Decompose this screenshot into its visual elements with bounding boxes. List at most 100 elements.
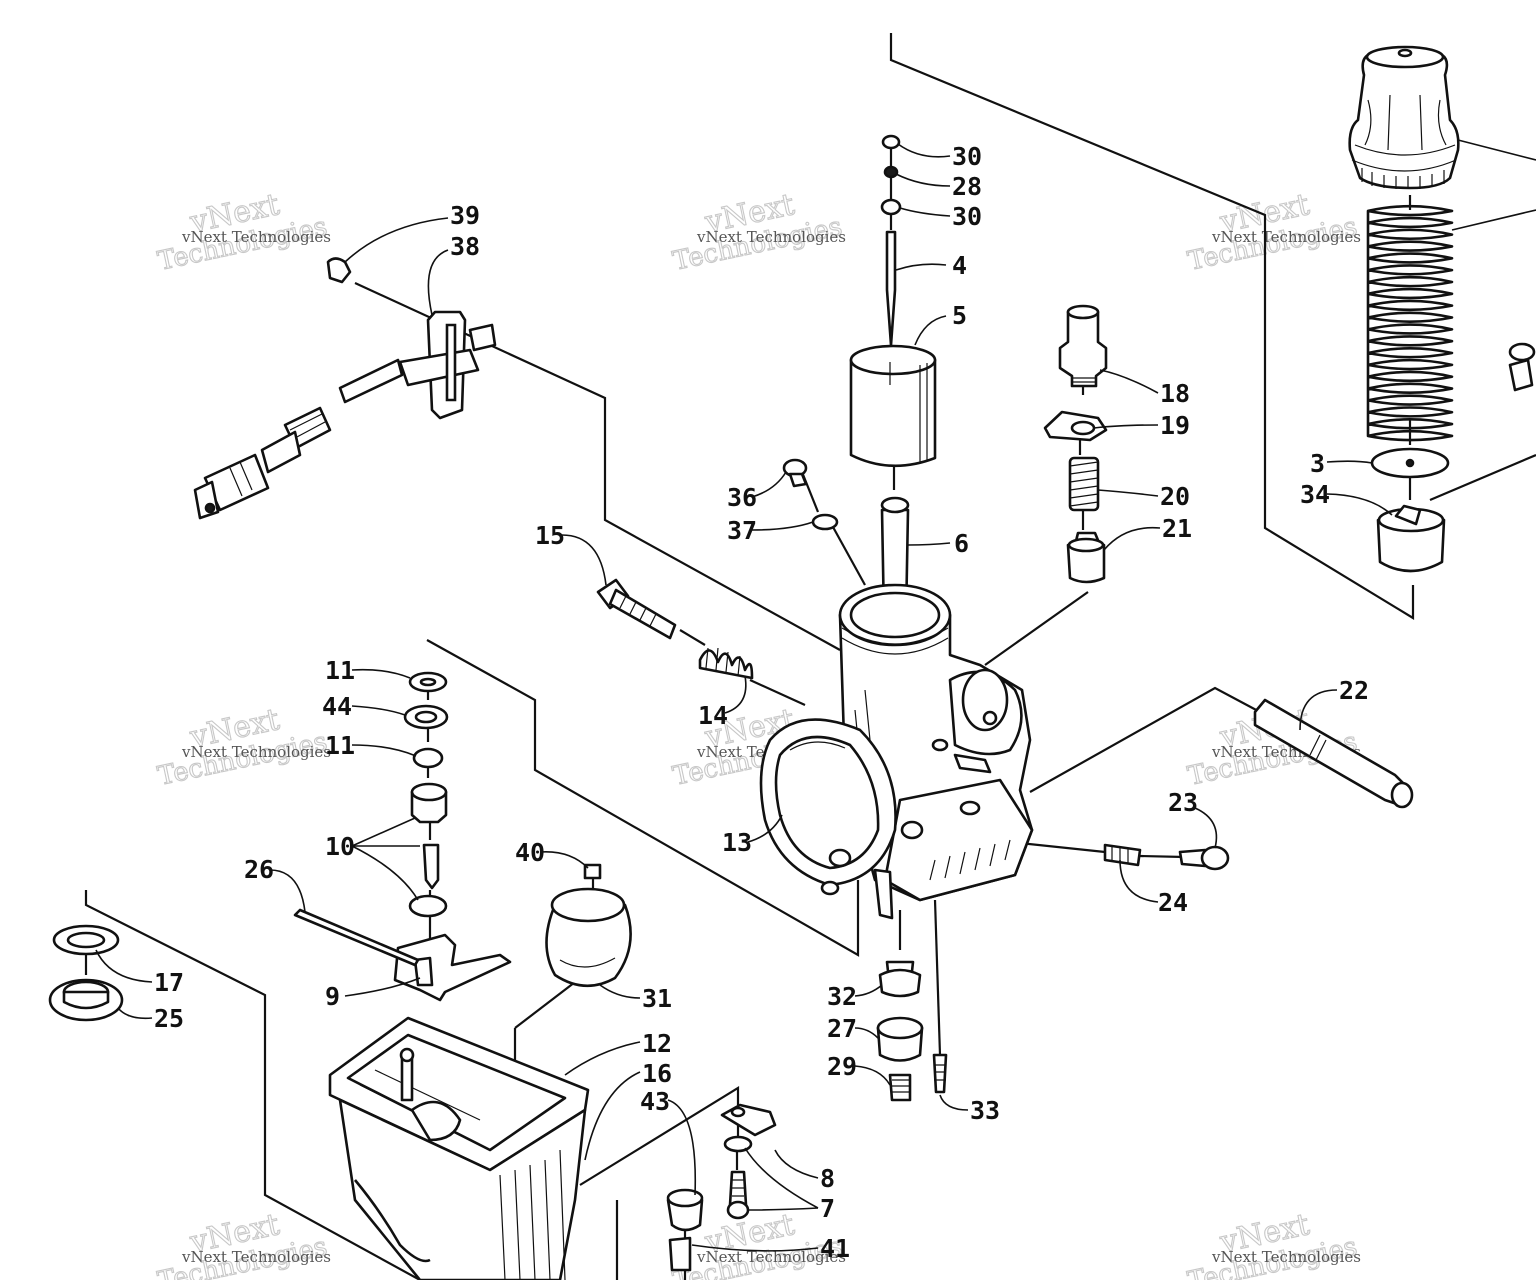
callout-14: 14 (698, 701, 728, 730)
side-screw (1508, 342, 1536, 392)
part-32-main-jet (878, 960, 922, 998)
callout-21: 21 (1162, 514, 1192, 543)
part-25-drain-plug (48, 978, 124, 1022)
part-17-gasket-hole (66, 931, 106, 949)
callout-28: 28 (952, 172, 982, 201)
watermark-company: vNext Technologies (181, 228, 331, 246)
callout-25: 25 (154, 1004, 184, 1033)
callout-16: 16 (642, 1059, 672, 1088)
callout-6: 6 (954, 529, 969, 558)
part-37-washer (811, 513, 839, 531)
part-10-needle-valve (408, 782, 448, 918)
part-15-pilot-screw (596, 578, 677, 640)
part-24-spring (1103, 843, 1142, 867)
watermark-company: vNext Technologies (181, 743, 331, 761)
part-28-clip (883, 165, 899, 179)
part-30-washer-bottom (880, 198, 902, 216)
part-20-spring (1068, 456, 1100, 512)
part-43-fitting (666, 1188, 704, 1232)
callout-26: 26 (244, 855, 274, 884)
part-40-cap (583, 863, 602, 880)
part-4-jet-needle (885, 230, 897, 347)
callout-10: 10 (325, 832, 355, 861)
watermark-company: vNext Technologies (696, 228, 846, 246)
part-41-part (668, 1236, 692, 1272)
carb-top-cap (1348, 45, 1536, 190)
part-34-cup (1376, 504, 1446, 573)
callout-11-bottom: 11 (325, 731, 355, 760)
callout-33: 33 (970, 1096, 1000, 1125)
callout-24: 24 (1158, 888, 1188, 917)
callout-15: 15 (535, 521, 565, 550)
callout-18: 18 (1160, 379, 1190, 408)
callout-43: 43 (640, 1087, 670, 1116)
part-14-spring (698, 647, 754, 680)
part-11-washer-bottom (412, 747, 444, 769)
callout-36: 36 (727, 483, 757, 512)
callout-31: 31 (642, 984, 672, 1013)
callout-44: 44 (322, 692, 352, 721)
callout-7: 7 (820, 1194, 835, 1223)
float-bowl (328, 1016, 590, 1280)
callout-34: 34 (1300, 480, 1330, 509)
callout-13: 13 (722, 828, 752, 857)
callout-5: 5 (952, 301, 967, 330)
callout-20: 20 (1160, 482, 1190, 511)
part-8-bracket (720, 1103, 777, 1137)
callout-27: 27 (827, 1014, 857, 1043)
part-27-nut (876, 1016, 924, 1062)
leader-lines (95, 143, 1393, 1252)
callout-29: 29 (827, 1052, 857, 1081)
part-44-washer-hole (414, 710, 438, 724)
watermark-company: vNext Technologies (1211, 1248, 1361, 1266)
callout-4: 4 (952, 251, 967, 280)
part-36-screw (782, 458, 808, 488)
callout-41: 41 (820, 1234, 850, 1263)
part-7-screw (726, 1170, 750, 1220)
callout-11-top: 11 (325, 656, 355, 685)
part-30-washer-top (881, 134, 901, 150)
watermark-company: vNext Technologies (181, 1248, 331, 1266)
parts (48, 45, 1536, 1280)
part-31-float (545, 887, 632, 988)
part-23-screw (1178, 845, 1230, 871)
part-9-float-arm (393, 933, 512, 1002)
callout-8: 8 (820, 1164, 835, 1193)
callout-30-top: 30 (952, 142, 982, 171)
callout-19: 19 (1160, 411, 1190, 440)
callout-17: 17 (154, 968, 184, 997)
part-3-hole (1405, 458, 1415, 468)
part-5-throttle-slide (849, 344, 937, 468)
callout-40: 40 (515, 838, 545, 867)
callout-39: 39 (450, 201, 480, 230)
part-7-washer (723, 1135, 753, 1153)
part-21-plunger (1066, 531, 1106, 584)
callout-30-bottom: 30 (952, 202, 982, 231)
callout-32: 32 (827, 982, 857, 1011)
part-29-jet (888, 1073, 912, 1102)
callout-37: 37 (727, 516, 757, 545)
part-33-pilot-jet (932, 1053, 948, 1094)
callout-9: 9 (325, 982, 340, 1011)
watermark-company: vNext Technologies (1211, 228, 1361, 246)
callout-23: 23 (1168, 788, 1198, 817)
callout-38: 38 (450, 232, 480, 261)
callout-3: 3 (1310, 449, 1325, 478)
callout-12: 12 (642, 1029, 672, 1058)
callout-22: 22 (1339, 676, 1369, 705)
watermark-company: vNext Technologies (696, 1248, 846, 1266)
part-13-intake-ring (759, 718, 897, 896)
callout-labels: 30 28 30 4 5 39 38 18 19 20 21 3 34 36 3… (154, 142, 1369, 1263)
part-26-float-pin (293, 908, 420, 967)
part-18-fitting (1058, 304, 1108, 388)
throttle-spring (1366, 204, 1536, 442)
part-11-washer-top-hole (419, 677, 437, 687)
